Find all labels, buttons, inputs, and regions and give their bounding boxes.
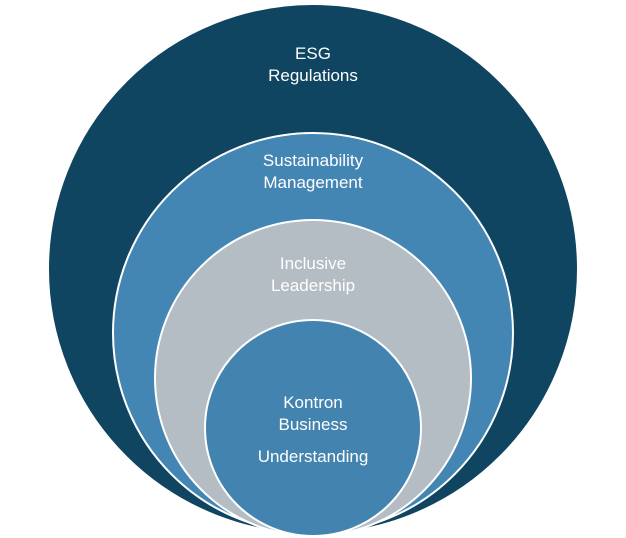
label-inclusive-leadership: Inclusive Leadership <box>213 253 413 297</box>
label-kontron-line2: Business <box>278 415 348 434</box>
ring-kontron-business-understanding <box>204 319 422 537</box>
label-sustainability-management: Sustainability Management <box>213 150 413 194</box>
label-inclusive-leadership-line2: Leadership <box>270 276 356 295</box>
label-kontron-line3: Understanding <box>257 447 369 466</box>
label-sustainability-management-line2: Management <box>263 173 363 192</box>
label-kontron-business-understanding: Kontron Business Understanding <box>213 392 413 468</box>
label-inclusive-leadership-line1: Inclusive <box>279 254 347 273</box>
label-esg-regulations-line1: ESG <box>295 44 331 63</box>
label-sustainability-management-line1: Sustainability <box>262 151 364 170</box>
label-esg-regulations-line2: Regulations <box>268 66 358 85</box>
label-esg-regulations: ESG Regulations <box>213 43 413 87</box>
label-kontron-line1: Kontron <box>283 393 343 412</box>
